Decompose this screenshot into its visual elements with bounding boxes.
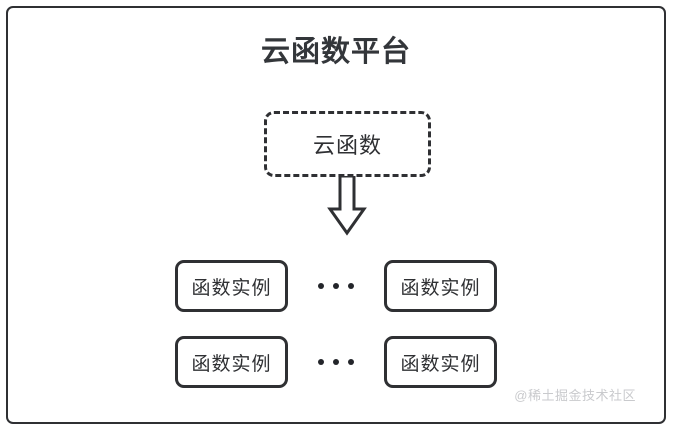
function-instance-label: 函数实例 — [400, 277, 481, 299]
function-instance-label: 函数实例 — [191, 353, 272, 375]
ellipsis-dot — [333, 283, 339, 289]
cloud-function-node: 云函数 — [264, 111, 431, 177]
function-instance-box: 函数实例 — [384, 336, 497, 388]
function-instance-box: 函数实例 — [175, 336, 288, 388]
page-title: 云函数平台 — [260, 36, 411, 68]
function-instance-label: 函数实例 — [191, 277, 272, 299]
ellipsis-dot — [348, 359, 354, 365]
ellipsis-dot — [318, 359, 324, 365]
ellipsis-dot — [333, 359, 339, 365]
ellipsis-separator — [288, 283, 384, 289]
function-instance-label: 函数实例 — [400, 353, 481, 375]
ellipsis-dot — [318, 283, 324, 289]
instance-row-2: 函数实例 函数实例 — [8, 336, 664, 388]
ellipsis-separator — [288, 359, 384, 365]
cloud-function-label: 云函数 — [312, 133, 382, 158]
cloud-function-platform-container: 云函数平台 云函数 函数实例 函数实例 函数实例 — [6, 6, 666, 424]
watermark: @稀土掘金技术社区 — [514, 388, 636, 403]
down-block-arrow-icon — [313, 174, 381, 236]
ellipsis-dot — [348, 283, 354, 289]
function-instance-box: 函数实例 — [384, 260, 497, 312]
instance-row-1: 函数实例 函数实例 — [8, 260, 664, 312]
function-instance-box: 函数实例 — [175, 260, 288, 312]
